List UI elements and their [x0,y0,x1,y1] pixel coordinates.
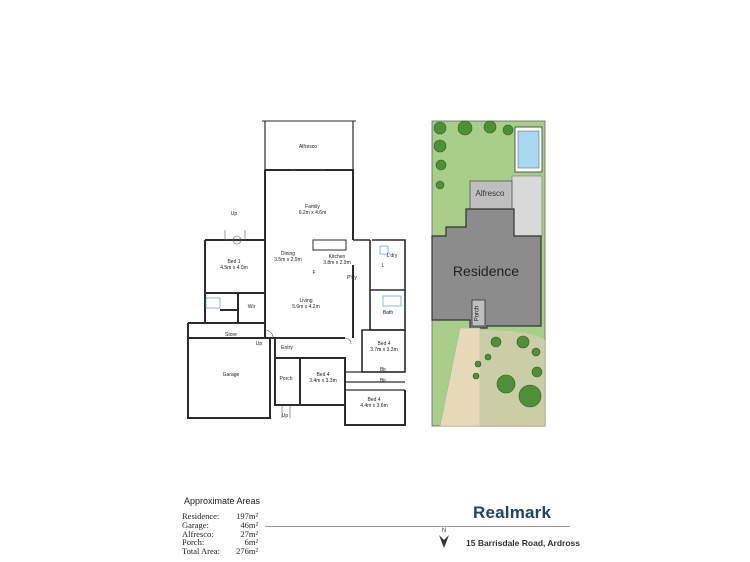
room-dining: Dining 3.5m x 2.9m [274,251,302,263]
area-value: 276m² [236,546,258,556]
area-label: Alfresco: [182,529,214,539]
north-arrow: N [438,528,450,555]
room-fridge: F [312,270,316,276]
label-up-1: Up [230,211,238,217]
area-label: Garage: [182,520,209,530]
site-residence [431,208,542,329]
room-bed4b: Bed 4 3.7m x 3.3m [370,341,398,353]
room-bed4c: Bed 4 4.4m x 3.6m [360,397,388,409]
area-label: Porch: [182,537,205,547]
room-alfresco: Alfresco [298,144,318,150]
areas-title: Approximate Areas [184,496,261,506]
area-label: Total Area: [182,546,220,556]
label-up-3: Up [281,413,289,419]
brand-logo: Realmark [473,503,552,522]
bir-walls [345,371,405,391]
room-bed4a: Bed 4 3.4m x 3.3m [309,372,337,384]
area-value: 27m² [240,529,258,539]
room-ldry: L'dry [386,253,398,259]
area-label: Residence: [182,511,220,521]
kitchen-bench [312,239,347,251]
bed4a-walls [299,357,346,406]
room-bath: Bath [382,310,394,316]
room-pantry: P'try [347,275,357,281]
site-alfresco [469,180,513,210]
room-kitchen: Kitchen 3.8m x 2.9m [323,254,351,266]
site-residence-label: Residence [452,263,520,279]
area-row-residence: Residence: 197m² [182,512,258,521]
room-bir-1: Bir [379,367,387,373]
label-up-2: Up [255,341,263,347]
area-row-total: Total Area: 276m² [182,547,258,556]
room-store: Store [225,332,237,338]
property-address: 15 Barrisdale Road, Ardross [466,538,581,548]
pool-water [517,130,540,169]
room-linen: L [381,263,385,269]
area-row-alfresco: Alfresco: 27m² [182,530,258,539]
wir-walls [205,292,265,323]
site-porch-label: Porch [474,305,481,322]
site-alfresco-label: Alfresco [475,189,505,198]
room-porch: Porch [279,376,293,382]
north-arrow-icon [439,535,449,548]
room-living: Living 5.6m x 4.2m [292,298,320,310]
north-label: N [441,528,447,534]
alfresco-outline [264,121,354,170]
garage-walls [187,323,271,419]
area-value: 197m² [236,511,258,521]
room-wir: Wir [247,304,256,310]
entry-walls [274,338,300,406]
room-entry: Entry [281,345,293,351]
area-value: 46m² [240,520,258,530]
room-garage: Garage [222,372,240,378]
footer-divider [265,526,570,527]
room-bir-2: Bir [379,378,387,384]
room-family: Family 6.2m x 4.6m [298,204,327,216]
site-porch [471,299,486,327]
main-living-walls [264,169,354,293]
room-bed1: Bed 1 4.5m x 4.0m [220,259,248,271]
area-row-porch: Porch: 6m² [182,538,258,547]
trees [433,120,543,408]
area-row-garage: Garage: 46m² [182,521,258,530]
area-value: 6m² [244,537,258,547]
